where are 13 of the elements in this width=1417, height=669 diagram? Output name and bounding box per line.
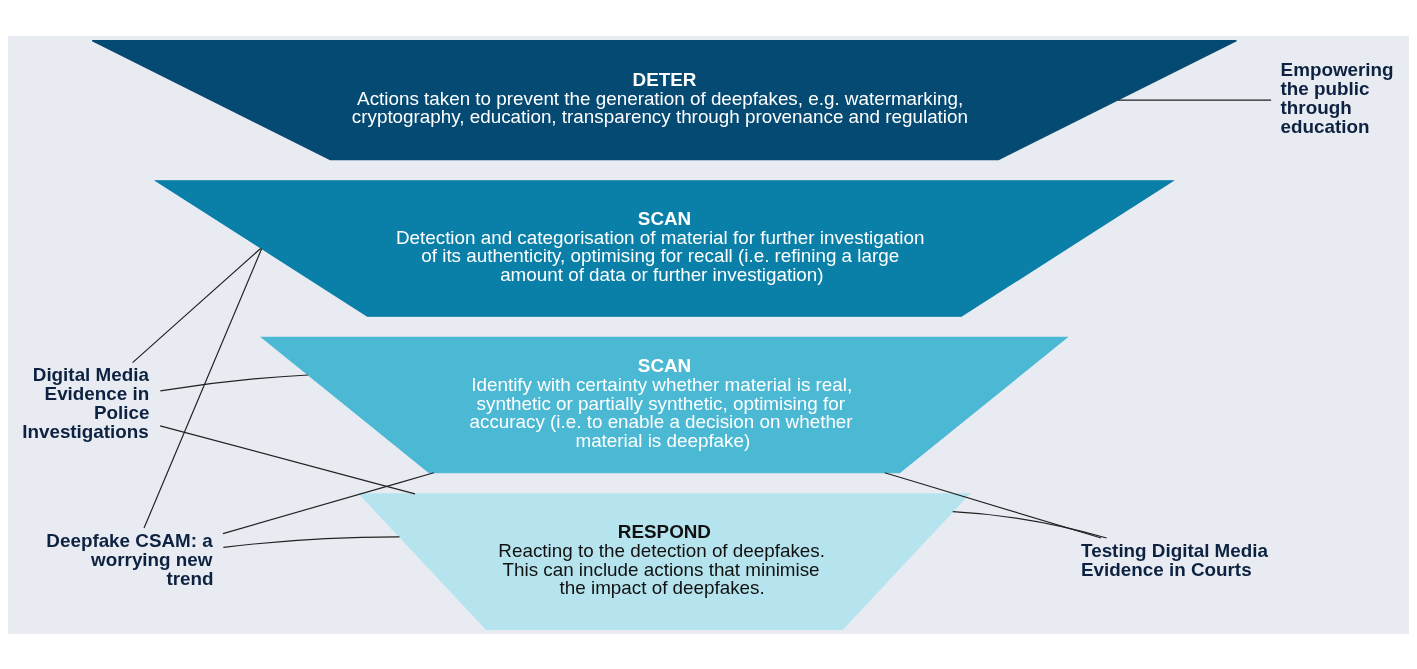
connector: [132, 247, 262, 363]
node-text: Digital Media Evidence in Police Investigations: [22, 363, 150, 442]
connector: [143, 247, 263, 529]
node-text: Testing Digital Media Evidence in Courts: [1081, 539, 1268, 579]
connector: [222, 535, 401, 548]
node-text: Empowering the public through education: [1280, 58, 1394, 137]
connector: [159, 424, 416, 494]
connector: [884, 471, 1102, 539]
node-text: Deepfake CSAM: a worrying new trend: [46, 529, 214, 589]
connector: [1117, 99, 1272, 101]
connector: [159, 373, 309, 391]
connector: [952, 510, 1108, 539]
connector: [222, 471, 435, 534]
